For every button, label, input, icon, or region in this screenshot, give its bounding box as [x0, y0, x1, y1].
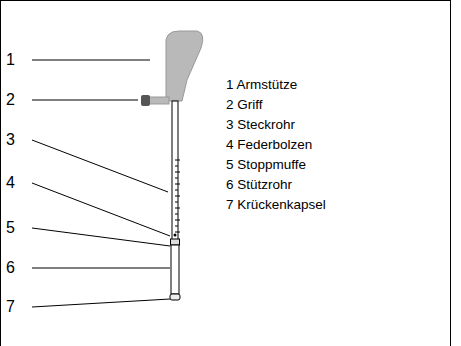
legend-entry: 1 Armstütze: [226, 78, 297, 92]
legend-entry: 6 Stützrohr: [226, 178, 292, 192]
callout-number: 1: [6, 52, 15, 68]
callout-number: 5: [6, 220, 15, 236]
scale-tick: [175, 160, 180, 161]
legend-entry: 3 Steckrohr: [226, 118, 295, 132]
scale-tick: [175, 184, 180, 185]
handle: [149, 97, 169, 104]
scale-tick: [175, 208, 180, 209]
leader-lines: [32, 60, 170, 307]
legend-entry: 5 Stoppmuffe: [226, 158, 306, 172]
scale-ticks: [175, 160, 180, 232]
spring-pin: [174, 234, 177, 237]
scale-tick: [175, 214, 178, 215]
scale-tick: [175, 202, 178, 203]
scale-tick: [175, 226, 178, 227]
scale-tick: [175, 232, 180, 233]
crutch-cap: [170, 294, 180, 300]
legend-entry: 7 Krückenkapsel: [226, 198, 326, 212]
legend-entry: 2 Griff: [226, 98, 263, 112]
frame: [1, 1, 451, 346]
scale-tick: [175, 166, 178, 167]
callout-number: 2: [6, 92, 15, 108]
legend-entry: 4 Federbolzen: [226, 138, 312, 152]
callout-number: 4: [6, 175, 15, 191]
handle-knob: [141, 95, 150, 106]
callout-number: 3: [6, 132, 15, 148]
callout-number: 6: [6, 260, 15, 276]
scale-tick: [175, 220, 180, 221]
scale-tick: [175, 178, 178, 179]
scale-tick: [175, 172, 180, 173]
stop-sleeve: [171, 239, 180, 245]
callout-number: 7: [6, 299, 15, 315]
arm-rest: [166, 31, 203, 101]
scale-tick: [175, 190, 178, 191]
lower-tube: [171, 245, 179, 294]
scale-tick: [175, 196, 180, 197]
